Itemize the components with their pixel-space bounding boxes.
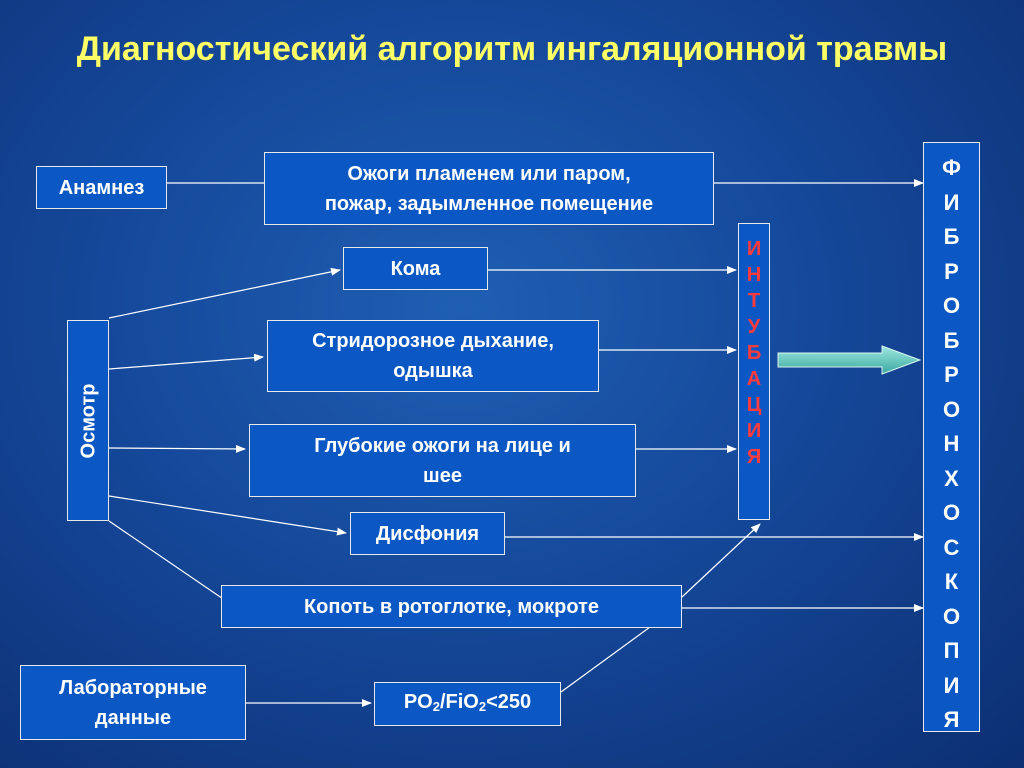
anamnez-box: Анамнез (36, 166, 167, 209)
intubation-letter: У (747, 316, 761, 338)
stridor-line1: Стридорозное дыхание, (312, 330, 554, 352)
fibrobronchoscopy-letter: Р (944, 362, 959, 387)
koma-label: Кома (390, 257, 441, 280)
po2-threshold: <250 (486, 690, 532, 713)
intubation-letter: Т (747, 290, 761, 312)
burns-line2: пожар, задымленное помещение (324, 192, 654, 215)
arrow-osmotr-to-deep (108, 444, 246, 453)
lab-data-box: Лабораторные данные (20, 665, 246, 740)
fibrobronchoscopy-letter: И (943, 189, 960, 215)
po2-fio2-box: PO2/FiO2<250 (374, 682, 561, 726)
fio2-text: /FiO (439, 690, 479, 713)
deep-burns-line1: Глубокие ожоги на лице и (314, 434, 571, 457)
osmotr-box: Осмотр (67, 320, 109, 521)
fibrobronchoscopy-letter: Н (943, 431, 960, 456)
arrow-osmotr-to-koma (108, 267, 341, 319)
intubation-letter: Я (746, 446, 762, 468)
arrow-kopot-to-intub (681, 523, 761, 598)
fibrobronchoscopy-letter: Б (943, 327, 960, 353)
burns-box: Ожоги пламенем или паром, пожар, задымле… (264, 152, 714, 225)
arrow-osmotr-to-stridor (108, 353, 264, 370)
fibrobronchoscopy-letter: К (944, 569, 959, 594)
arrow-osmotr-to-disfonia (108, 495, 347, 536)
osmotr-label: Осмотр (77, 383, 100, 458)
intubation-letter: Н (746, 264, 762, 286)
deep-burns-line2: шее (423, 464, 462, 487)
fibrobronchoscopy-letter: П (943, 638, 960, 663)
po2-text: PO (403, 690, 433, 713)
disfonia-box: Дисфония (350, 512, 505, 555)
intubation-letter: И (746, 420, 762, 442)
koma-box: Кома (343, 247, 488, 290)
fio2-subscript: 2 (478, 698, 487, 714)
fibrobronchoscopy-letter: О (942, 603, 961, 629)
stridor-line2: одышка (393, 360, 473, 382)
fibrobronchoscopy-letter: С (943, 534, 960, 560)
big-arrow-intub-to-fibro (777, 345, 922, 375)
stridor-box: Стридорозное дыхание, одышка (267, 320, 599, 392)
anamnez-label: Анамнез (58, 176, 145, 199)
kopot-label: Копоть в ротоглотке, мокроте (303, 595, 600, 618)
deep-burns-box: Глубокие ожоги на лице и шее (249, 424, 636, 497)
intubation-letter: Ц (746, 394, 762, 416)
intubation-letter: А (746, 368, 762, 390)
po2-subscript: 2 (432, 698, 440, 714)
fibrobronchoscopy-letter: О (942, 500, 961, 525)
lab-line1: Лабораторные (59, 676, 207, 699)
kopot-box: Копоть в ротоглотке, мокроте (221, 585, 682, 628)
fibrobronchoscopy-letter: И (943, 672, 960, 698)
fibrobronchoscopy-letter: Ф (942, 155, 961, 180)
fibrobronchoscopy-letter: Я (943, 707, 960, 732)
disfonia-label: Дисфония (375, 522, 480, 545)
arrow-osmotr-to-kopot (108, 520, 233, 606)
fibrobronchoscopy-letter: Б (943, 224, 960, 249)
fibrobronchoscopy-letter: О (942, 396, 961, 422)
page-title: Диагностический алгоритм ингаляционной т… (76, 30, 948, 68)
fibrobronchoscopy-letter: О (942, 293, 961, 318)
arrow-po2-to-intub (560, 626, 651, 693)
burns-line1: Ожоги пламенем или паром, (347, 162, 631, 185)
intubation-letter: И (746, 238, 762, 260)
fibrobronchoscopy-letter: Х (944, 465, 959, 491)
fibrobronchoscopy-letter: Р (944, 258, 959, 284)
lab-line2: данные (94, 706, 172, 729)
intubation-letter: Б (746, 342, 762, 364)
